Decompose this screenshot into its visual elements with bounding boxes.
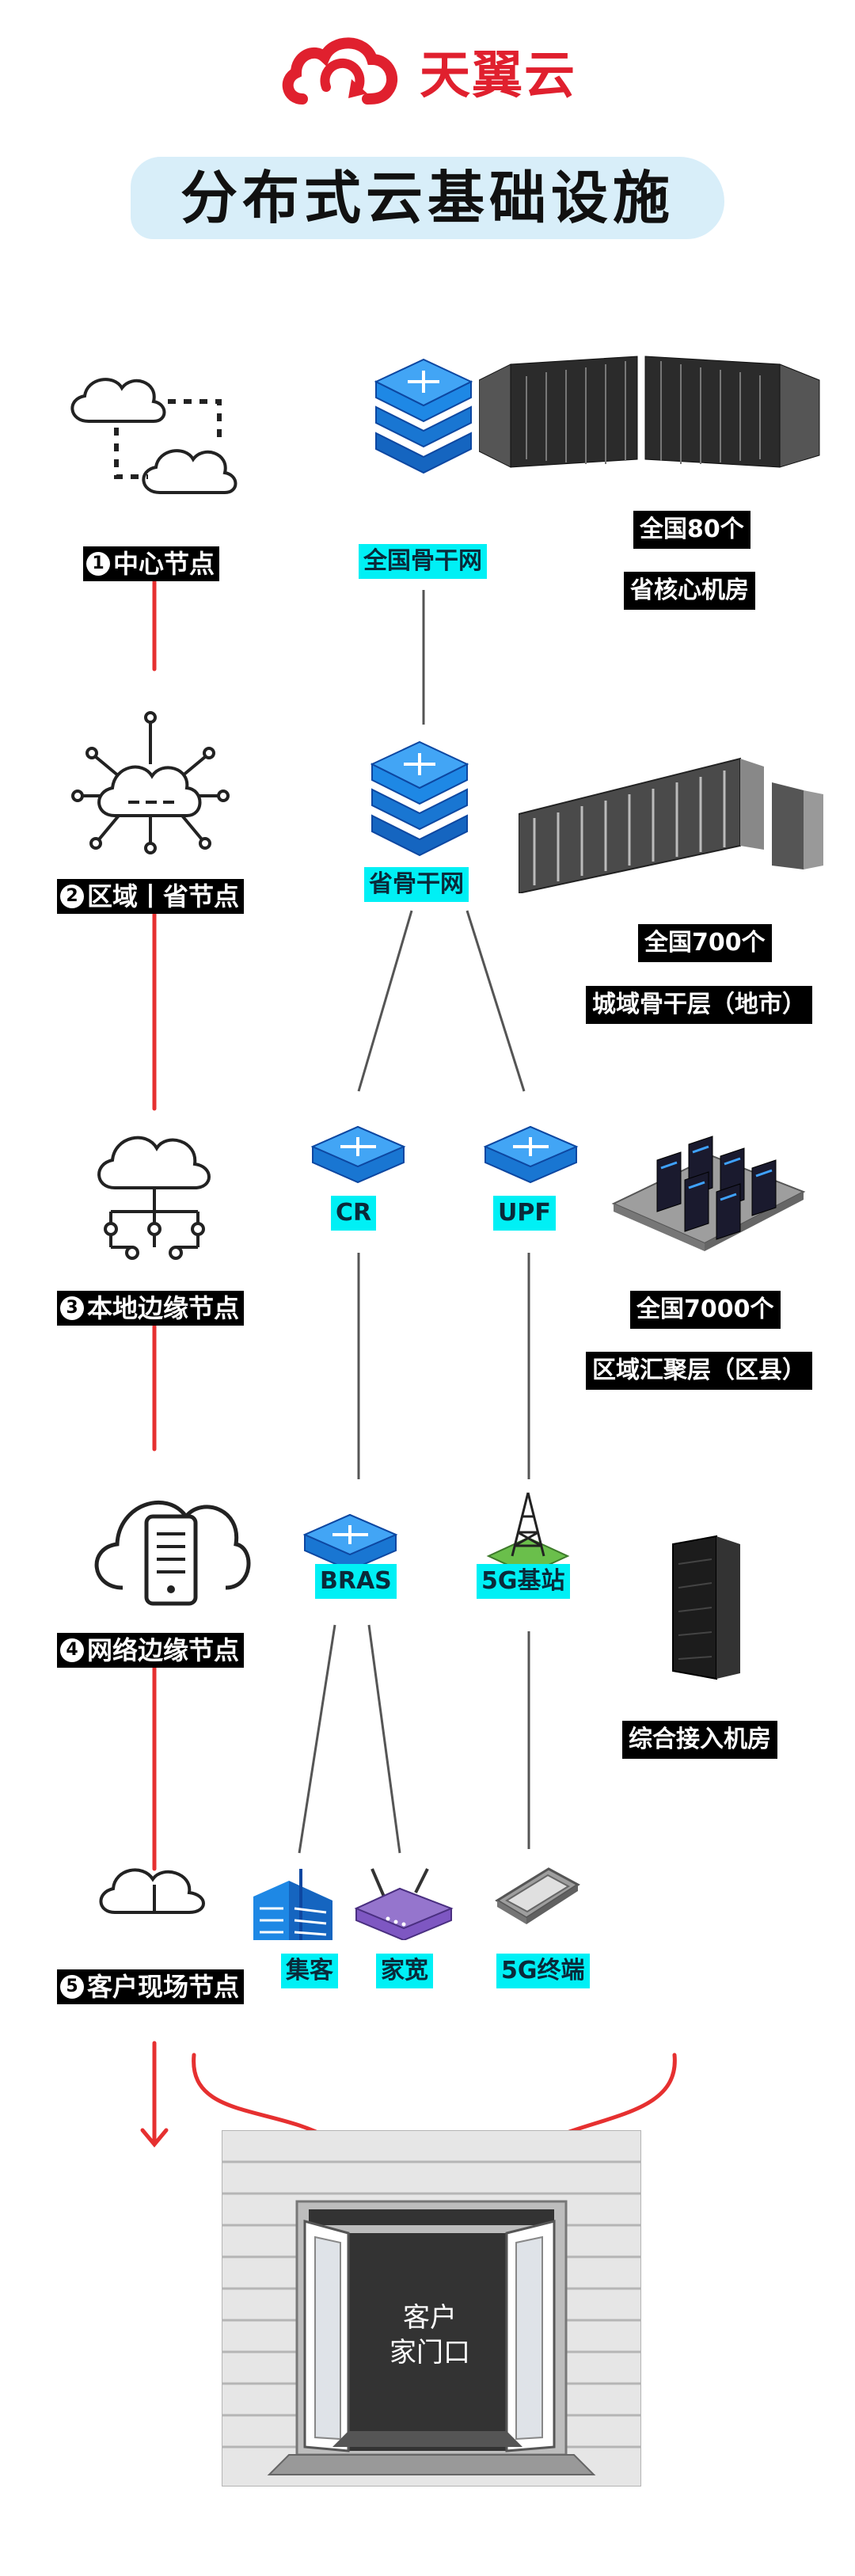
node-name-4: 网络边缘节点 (87, 1635, 240, 1665)
5g-tower-icon (486, 1492, 570, 1576)
title-banner: 分布式云基础设施 (131, 150, 724, 245)
timeline-arrow-head (140, 2128, 169, 2148)
cloud-edge-icon (97, 1136, 211, 1260)
province-router-icon (370, 740, 469, 857)
customer-door-scene (222, 2130, 641, 2487)
brand-header: 天翼云 (279, 32, 576, 111)
brand-name: 天翼云 (420, 47, 576, 105)
link-bras-enterprise (298, 1624, 336, 1854)
facility-desc-2: 城域骨干层（地市） (586, 986, 812, 1024)
node-label-network-edge: 4 网络边缘节点 (57, 1633, 245, 1668)
backbone-router-icon (374, 358, 473, 474)
cr-router-icon (310, 1125, 406, 1184)
bras-router-icon (302, 1513, 398, 1572)
facility-count-3: 全国7000个 (630, 1291, 781, 1329)
node-label-customer-site: 5 客户现场节点 (57, 1969, 245, 2004)
5g-station-label: 5G基站 (477, 1564, 570, 1599)
facility-desc-3: 区域汇聚层（区县） (586, 1352, 812, 1390)
upf-label: UPF (493, 1196, 556, 1231)
facility-count-1: 全国80个 (633, 511, 750, 549)
cr-label: CR (331, 1196, 377, 1231)
server-rows-icon (519, 757, 823, 893)
access-cabinet-icon (672, 1535, 740, 1680)
link-province-cr (357, 910, 413, 1092)
enterprise-building-icon (253, 1869, 332, 1940)
facility-desc-1: 省核心机房 (624, 572, 755, 610)
node-number-5: 5 (60, 1975, 84, 1999)
node-number-4: 4 (60, 1638, 84, 1662)
node-number-1: 1 (86, 552, 110, 576)
facility-count-2: 全国700个 (638, 924, 772, 962)
page-title: 分布式云基础设施 (180, 165, 674, 231)
node-number-2: 2 (60, 885, 84, 908)
node-label-center: 1 中心节点 (83, 546, 220, 581)
node-name-2: 区域丨省节点 (87, 881, 240, 911)
door-caption-line1: 客户 (403, 2302, 457, 2334)
link-province-upf (466, 910, 526, 1092)
node-name-5: 客户现场节点 (87, 1972, 240, 2002)
cloud-customer-icon (99, 1868, 205, 1914)
node-label-local-edge: 3 本地边缘节点 (57, 1291, 245, 1326)
bras-label: BRAS (315, 1564, 397, 1599)
door-caption: 客户 家门口 (370, 2300, 489, 2370)
5g-terminal-icon (495, 1867, 580, 1924)
enterprise-label: 集客 (281, 1954, 338, 1988)
home-router-icon (354, 1868, 454, 1940)
node-name-1: 中心节点 (113, 549, 215, 579)
server-cluster-icon (611, 1136, 806, 1251)
upf-router-icon (483, 1125, 579, 1184)
door-caption-line2: 家门口 (390, 2337, 470, 2369)
cloud-sync-icon (70, 378, 238, 494)
facility-desc-4: 综合接入机房 (622, 1721, 777, 1759)
node-label-region: 2 区域丨省节点 (57, 879, 245, 914)
title-highlight (131, 157, 724, 239)
cloud-network-icon (71, 711, 230, 854)
broadband-label: 家宽 (376, 1954, 433, 1988)
cloud-server-icon (94, 1501, 251, 1606)
backbone-label: 全国骨干网 (359, 544, 487, 579)
5g-terminal-label: 5G终端 (496, 1954, 590, 1988)
node-number-3: 3 (60, 1296, 84, 1320)
province-backbone-label: 省骨干网 (364, 867, 469, 902)
node-name-3: 本地边缘节点 (87, 1293, 240, 1323)
datacenter-racks-icon (479, 356, 820, 468)
link-bras-broadband (367, 1624, 401, 1854)
cloud-logo-icon (282, 37, 398, 105)
